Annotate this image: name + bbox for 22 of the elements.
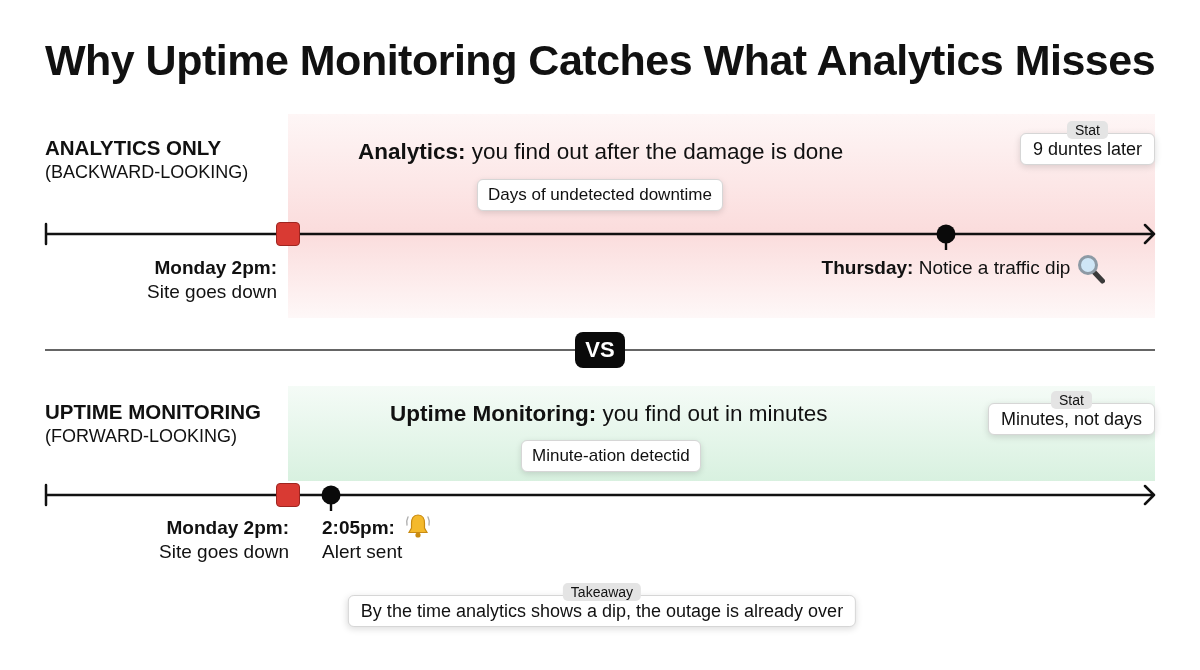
highlight-band — [288, 386, 1155, 481]
event-label: Monday 2pm: Site goes down — [147, 256, 277, 304]
band-heading: Analytics: you find out after the damage is done — [358, 139, 844, 165]
diagram-title: Why Uptime Monitoring Catches What Analytics Misses — [44, 36, 1156, 85]
tag-label: Stat — [1051, 391, 1092, 409]
pin-marker — [321, 485, 341, 511]
section-title: ANALYTICS ONLY — [45, 136, 222, 160]
event-label: Monday 2pm: Site goes down — [159, 516, 289, 564]
annotation-callout: Minute-ation detectid — [521, 440, 701, 472]
event-marker — [276, 483, 300, 507]
section-subtitle: (FORWARD-LOOKING) — [45, 426, 237, 447]
tag-label: Stat — [1067, 121, 1108, 139]
highlight-band — [288, 114, 1155, 318]
pin-marker — [936, 224, 956, 250]
section-title: UPTIME MONITORING — [45, 400, 261, 424]
band-heading: Uptime Monitoring: you find out in minutes — [390, 401, 828, 427]
event-label: Thursday: Notice a traffic dip — [821, 256, 1071, 280]
event-label: 2:05pm: Alert sent — [322, 516, 403, 564]
event-marker — [276, 222, 300, 246]
vs-badge: VS — [575, 332, 625, 368]
annotation-callout: Days of undetected downtime — [477, 179, 723, 211]
section-subtitle: (BACKWARD-LOOKING) — [45, 162, 249, 183]
